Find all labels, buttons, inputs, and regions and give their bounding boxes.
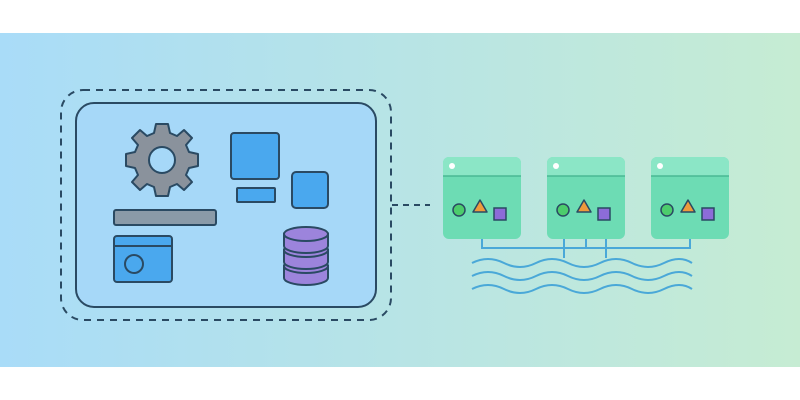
triangle-icon	[680, 199, 696, 213]
progress-bar	[113, 209, 217, 226]
triangle-icon	[472, 199, 488, 213]
square-icon	[493, 207, 507, 221]
database-icon	[283, 226, 329, 286]
wave-lines	[471, 258, 693, 294]
app-window-icon	[113, 235, 173, 283]
left-dashed-frame	[60, 89, 392, 321]
circle-icon	[556, 203, 570, 217]
window-2	[547, 157, 625, 239]
block-icon-small	[291, 171, 329, 209]
window-connectors	[481, 238, 691, 258]
block-base	[236, 187, 276, 203]
gear-icon	[125, 123, 199, 197]
triangle-icon	[576, 199, 592, 213]
circle-icon	[660, 203, 674, 217]
block-icon	[230, 132, 280, 180]
window-3	[651, 157, 729, 239]
window-1	[443, 157, 521, 239]
circle-icon	[452, 203, 466, 217]
square-icon	[597, 207, 611, 221]
square-icon	[701, 207, 715, 221]
